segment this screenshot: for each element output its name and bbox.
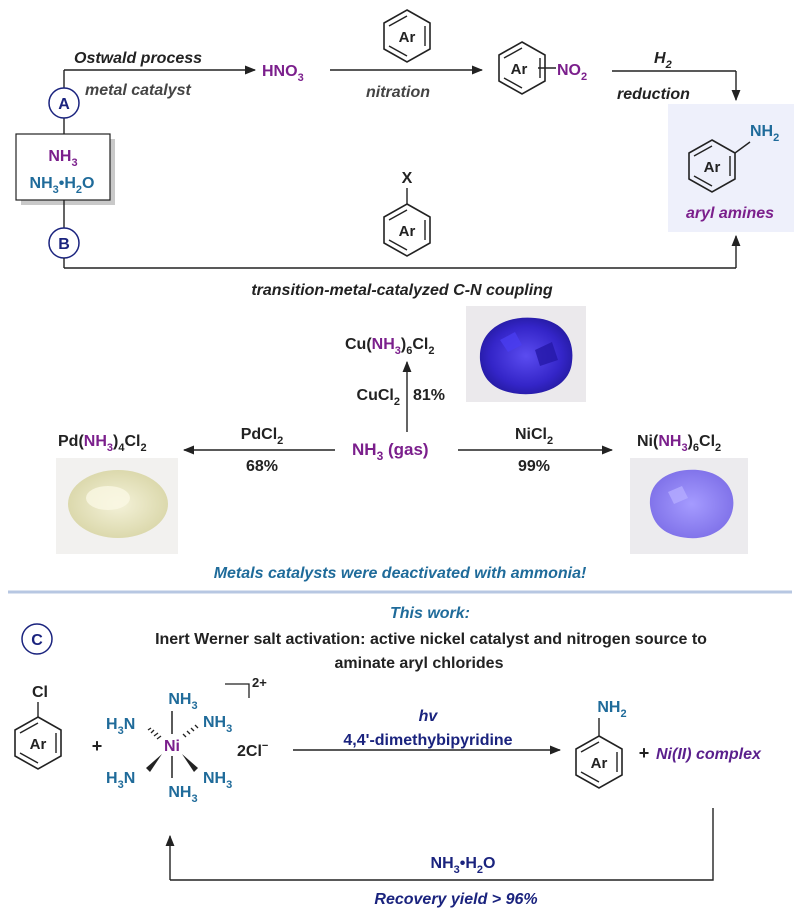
recovery-yield-label: Recovery yield > 96%: [374, 891, 537, 908]
reduction-label: reduction: [617, 86, 690, 103]
aryl-halide-reagent: X Ar: [383, 170, 431, 257]
aniline-structure: Ar NH2: [688, 123, 779, 193]
svg-text:NH3: NH3: [203, 770, 232, 791]
svg-text:NH3: NH3: [203, 714, 232, 735]
nitroarene: Ar NO2: [498, 41, 587, 95]
cu-product-label: Cu(NH3)6Cl2: [345, 336, 434, 357]
ni-product-label: Ni(NH3)6Cl2: [637, 433, 721, 454]
aryl-chloride-reactant: Cl Ar: [14, 684, 62, 770]
plus-sign-2: +: [639, 743, 650, 763]
pd-product-label: Pd(NH3)4Cl2: [58, 433, 147, 454]
deactivation-caption: Metals catalysts were deactivated with a…: [214, 565, 587, 582]
complex-charge: 2+: [252, 675, 267, 690]
ni-reagent-label: NiCl2: [515, 426, 553, 447]
pd-reagent-label: PdCl2: [241, 426, 284, 447]
h2-label: H2: [654, 50, 672, 71]
ni-complex-byproduct: Ni(II) complex: [656, 746, 762, 763]
hno3-label: HNO3: [262, 63, 304, 84]
route-a-label: A: [58, 96, 70, 113]
pd-yield-label: 68%: [246, 458, 278, 475]
pd-salt-photo: [56, 458, 178, 554]
svg-text:Ar: Ar: [511, 61, 528, 78]
ammonia-line2: NH3•H2O: [30, 175, 95, 196]
nickel-center: Ni: [164, 738, 180, 755]
svg-text:H3N: H3N: [106, 716, 135, 737]
this-work-description-2: aminate aryl chlorides: [335, 655, 504, 672]
route-c-label: C: [31, 632, 43, 649]
svg-text:NH3: NH3: [168, 691, 197, 712]
svg-text:Ar: Ar: [704, 159, 721, 176]
metal-catalyst-label: metal catalyst: [85, 82, 192, 99]
svg-text:X: X: [402, 170, 413, 187]
this-work-description-1: Inert Werner salt activation: active nic…: [155, 631, 707, 648]
svg-text:Ar: Ar: [399, 223, 416, 240]
svg-text:NH2: NH2: [597, 699, 626, 720]
ligand-condition-label: 4,4'-dimethybipyridine: [343, 732, 512, 749]
benzene-ar-reagent: Ar: [383, 9, 431, 63]
svg-text:H3N: H3N: [106, 770, 135, 791]
arene-label: Ar: [399, 29, 416, 46]
aniline-product: NH2 Ar: [575, 699, 627, 789]
aryl-amines-label: aryl amines: [686, 205, 774, 222]
cu-yield-label: 81%: [413, 387, 445, 404]
svg-text:Ar: Ar: [30, 736, 47, 753]
svg-text:Ar: Ar: [591, 755, 608, 772]
svg-text:NO2: NO2: [557, 62, 587, 83]
nh3-gas-label: NH3 (gas): [352, 440, 429, 463]
chloride-counterion: 2Cl−: [237, 740, 268, 760]
cu-salt-photo: [466, 306, 586, 402]
ammonia-line1: NH3: [48, 148, 77, 169]
cu-reagent-label: CuCl2: [357, 387, 400, 408]
svg-text:NH3: NH3: [168, 784, 197, 805]
route-a-badge: [48, 87, 80, 119]
this-work-heading: This work:: [390, 605, 470, 622]
nitration-label: nitration: [366, 84, 430, 101]
coupling-caption: transition-metal-catalyzed C-N coupling: [251, 282, 553, 299]
ni-yield-label: 99%: [518, 458, 550, 475]
werner-complex: NH3 Ni NH3 H3N NH3 H3N NH3 2+ 2Cl−: [106, 675, 268, 805]
route-c-badge: [21, 623, 53, 655]
ostwald-label: Ostwald process: [74, 50, 202, 67]
ni-salt-photo: [630, 458, 748, 554]
plus-sign: +: [92, 736, 103, 756]
recycle-reagent: NH3•H2O: [431, 855, 496, 876]
route-b-label: B: [58, 236, 70, 253]
svg-text:Cl: Cl: [32, 684, 48, 701]
svg-text:NH2: NH2: [750, 123, 779, 144]
ammonia-box: [15, 133, 111, 201]
recycle-loop: [170, 808, 714, 881]
hv-label: hv: [419, 708, 439, 725]
